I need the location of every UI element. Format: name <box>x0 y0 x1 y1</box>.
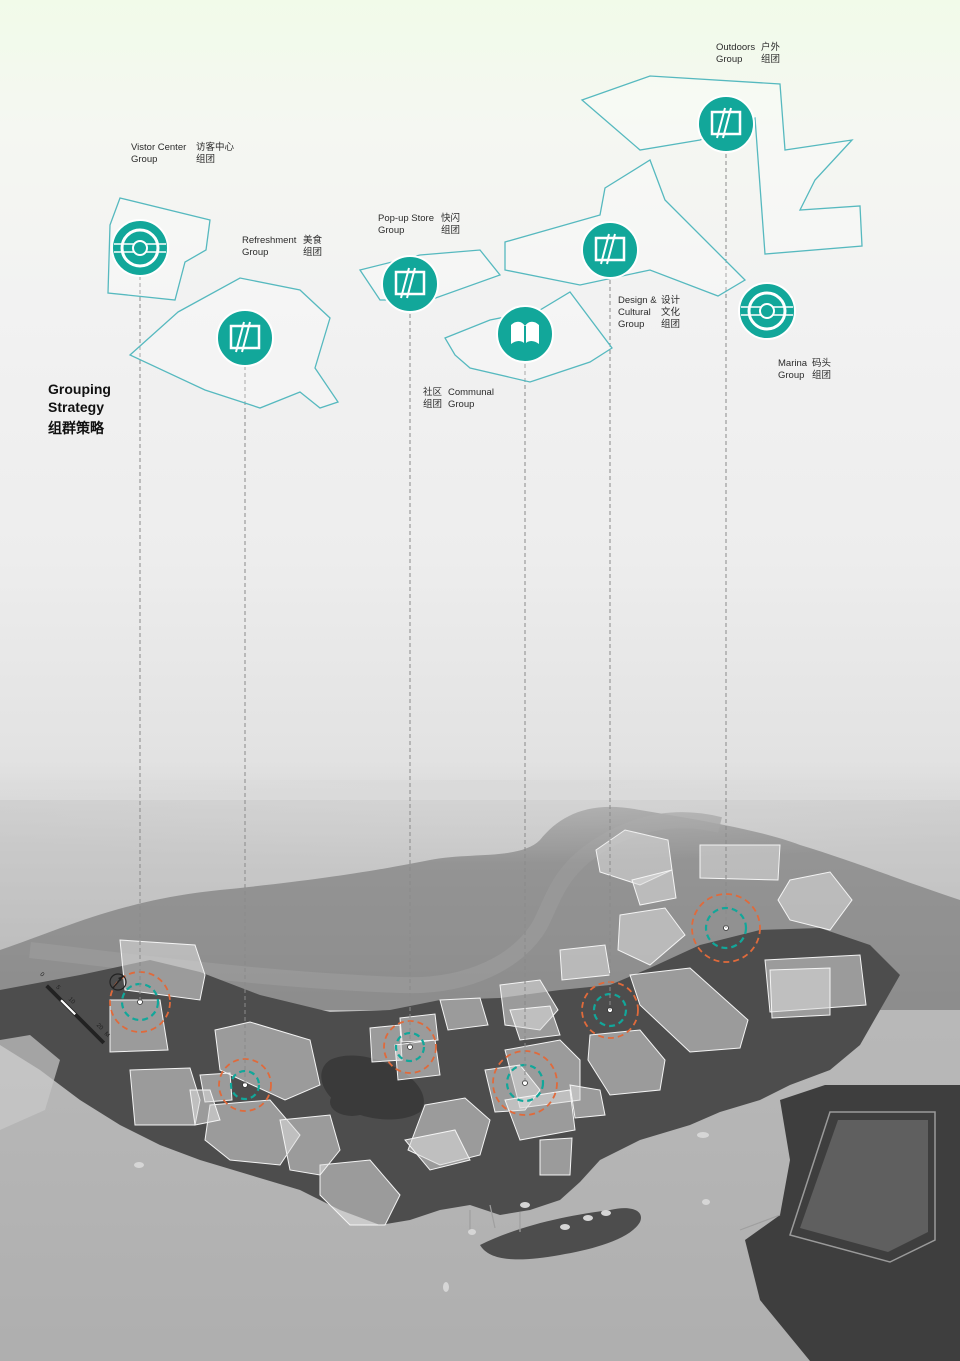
design-cultural-icon <box>581 221 639 279</box>
label-marina-zh: 码头组团 <box>812 358 832 381</box>
diagram-title: Grouping Strategy 组群策略 <box>48 380 111 438</box>
label-popup-zh: 快闪组团 <box>441 213 461 236</box>
title-zh: 组群策略 <box>48 420 104 436</box>
boats <box>134 1132 710 1292</box>
label-communal-zh: 社区组团 <box>423 387 443 410</box>
popup-store-icon <box>381 255 439 313</box>
docks <box>469 1204 781 1232</box>
label-outdoors-zh: 户外组团 <box>761 42 781 65</box>
title-en-line1: Grouping <box>48 381 111 397</box>
outdoors-icon <box>697 95 755 153</box>
marina-spit <box>480 1208 641 1260</box>
connector-lines <box>139 140 727 1085</box>
communal-book-icon <box>496 305 554 363</box>
label-refreshment-zh: 美食组团 <box>303 235 323 258</box>
title-en-line2: Strategy <box>48 399 105 415</box>
visitor-center-icon <box>111 219 169 277</box>
label-design-zh: 设计文化组团 <box>661 295 681 330</box>
scale-bar <box>45 984 106 1045</box>
label-visitor-zh: 访客中心组团 <box>196 142 235 165</box>
refreshment-icon <box>216 309 274 367</box>
marina-icon <box>738 282 796 340</box>
north-arrow-icon <box>109 973 127 991</box>
